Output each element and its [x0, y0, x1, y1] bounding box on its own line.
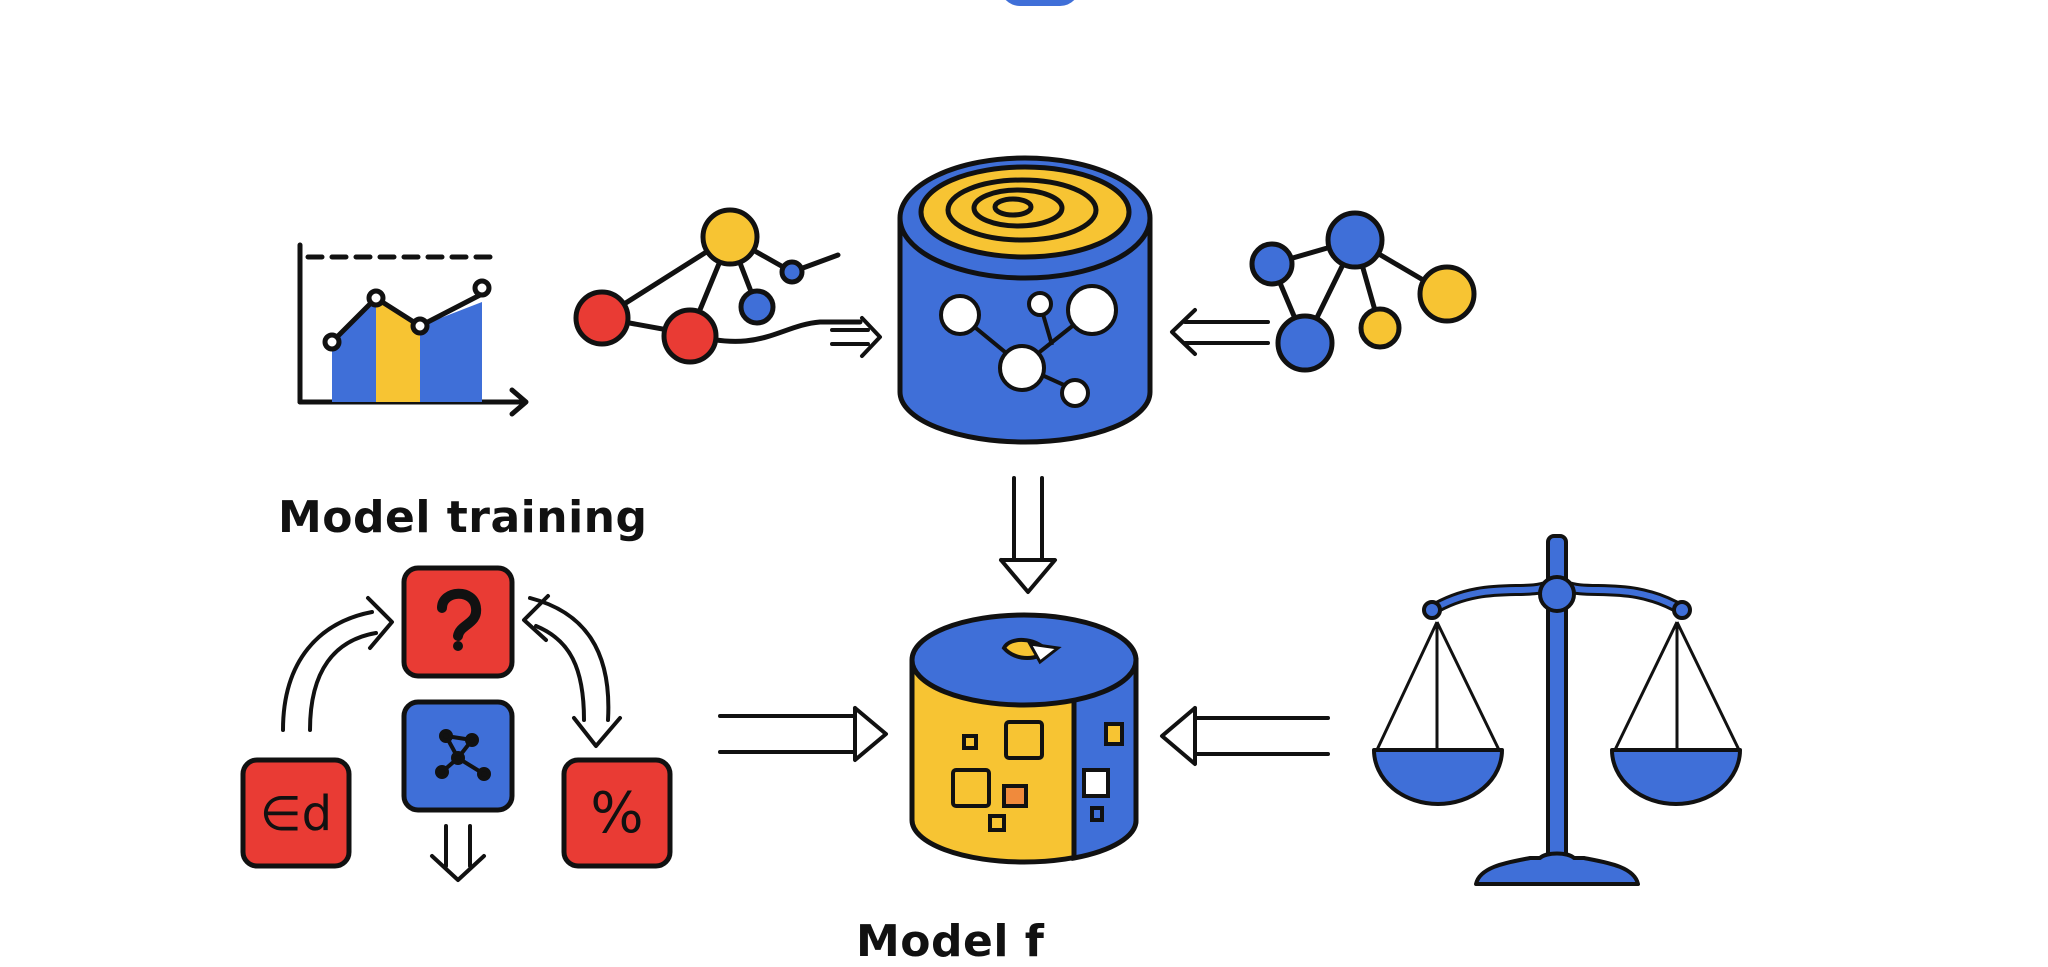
network-graph-icon-left [573, 207, 863, 365]
diagram-canvas: ∈d % [240, 155, 1742, 886]
model-label-clipped: Model f [856, 916, 1045, 967]
ed-tile-text: ∈d [260, 786, 332, 842]
model-cylinder-icon [909, 612, 1139, 865]
model-training-label: Model training [278, 492, 648, 543]
chart-icon [297, 242, 529, 417]
arrow-icon-down-center [999, 476, 1057, 594]
question-tile-icon [401, 565, 515, 679]
percent-tile-text: % [590, 781, 643, 846]
arrow-icon-training-to-model [718, 706, 888, 762]
training-cycle-arrows [281, 594, 622, 882]
arrow-icon-to-database-left [830, 316, 882, 358]
title-fragment [1000, 0, 1080, 6]
arrow-icon-to-database-right [1170, 308, 1270, 356]
arrow-icon-scale-to-model [1160, 706, 1330, 766]
network-graph-icon-right [1249, 210, 1477, 373]
pipeline-diagram: ∈d % [240, 0, 1742, 967]
database-cylinder-icon [897, 155, 1153, 445]
ed-tile-icon: ∈d [240, 757, 352, 869]
graph-tile-icon [401, 699, 515, 813]
balance-scale-icon [1372, 534, 1742, 886]
percent-tile-icon: % [561, 757, 673, 869]
